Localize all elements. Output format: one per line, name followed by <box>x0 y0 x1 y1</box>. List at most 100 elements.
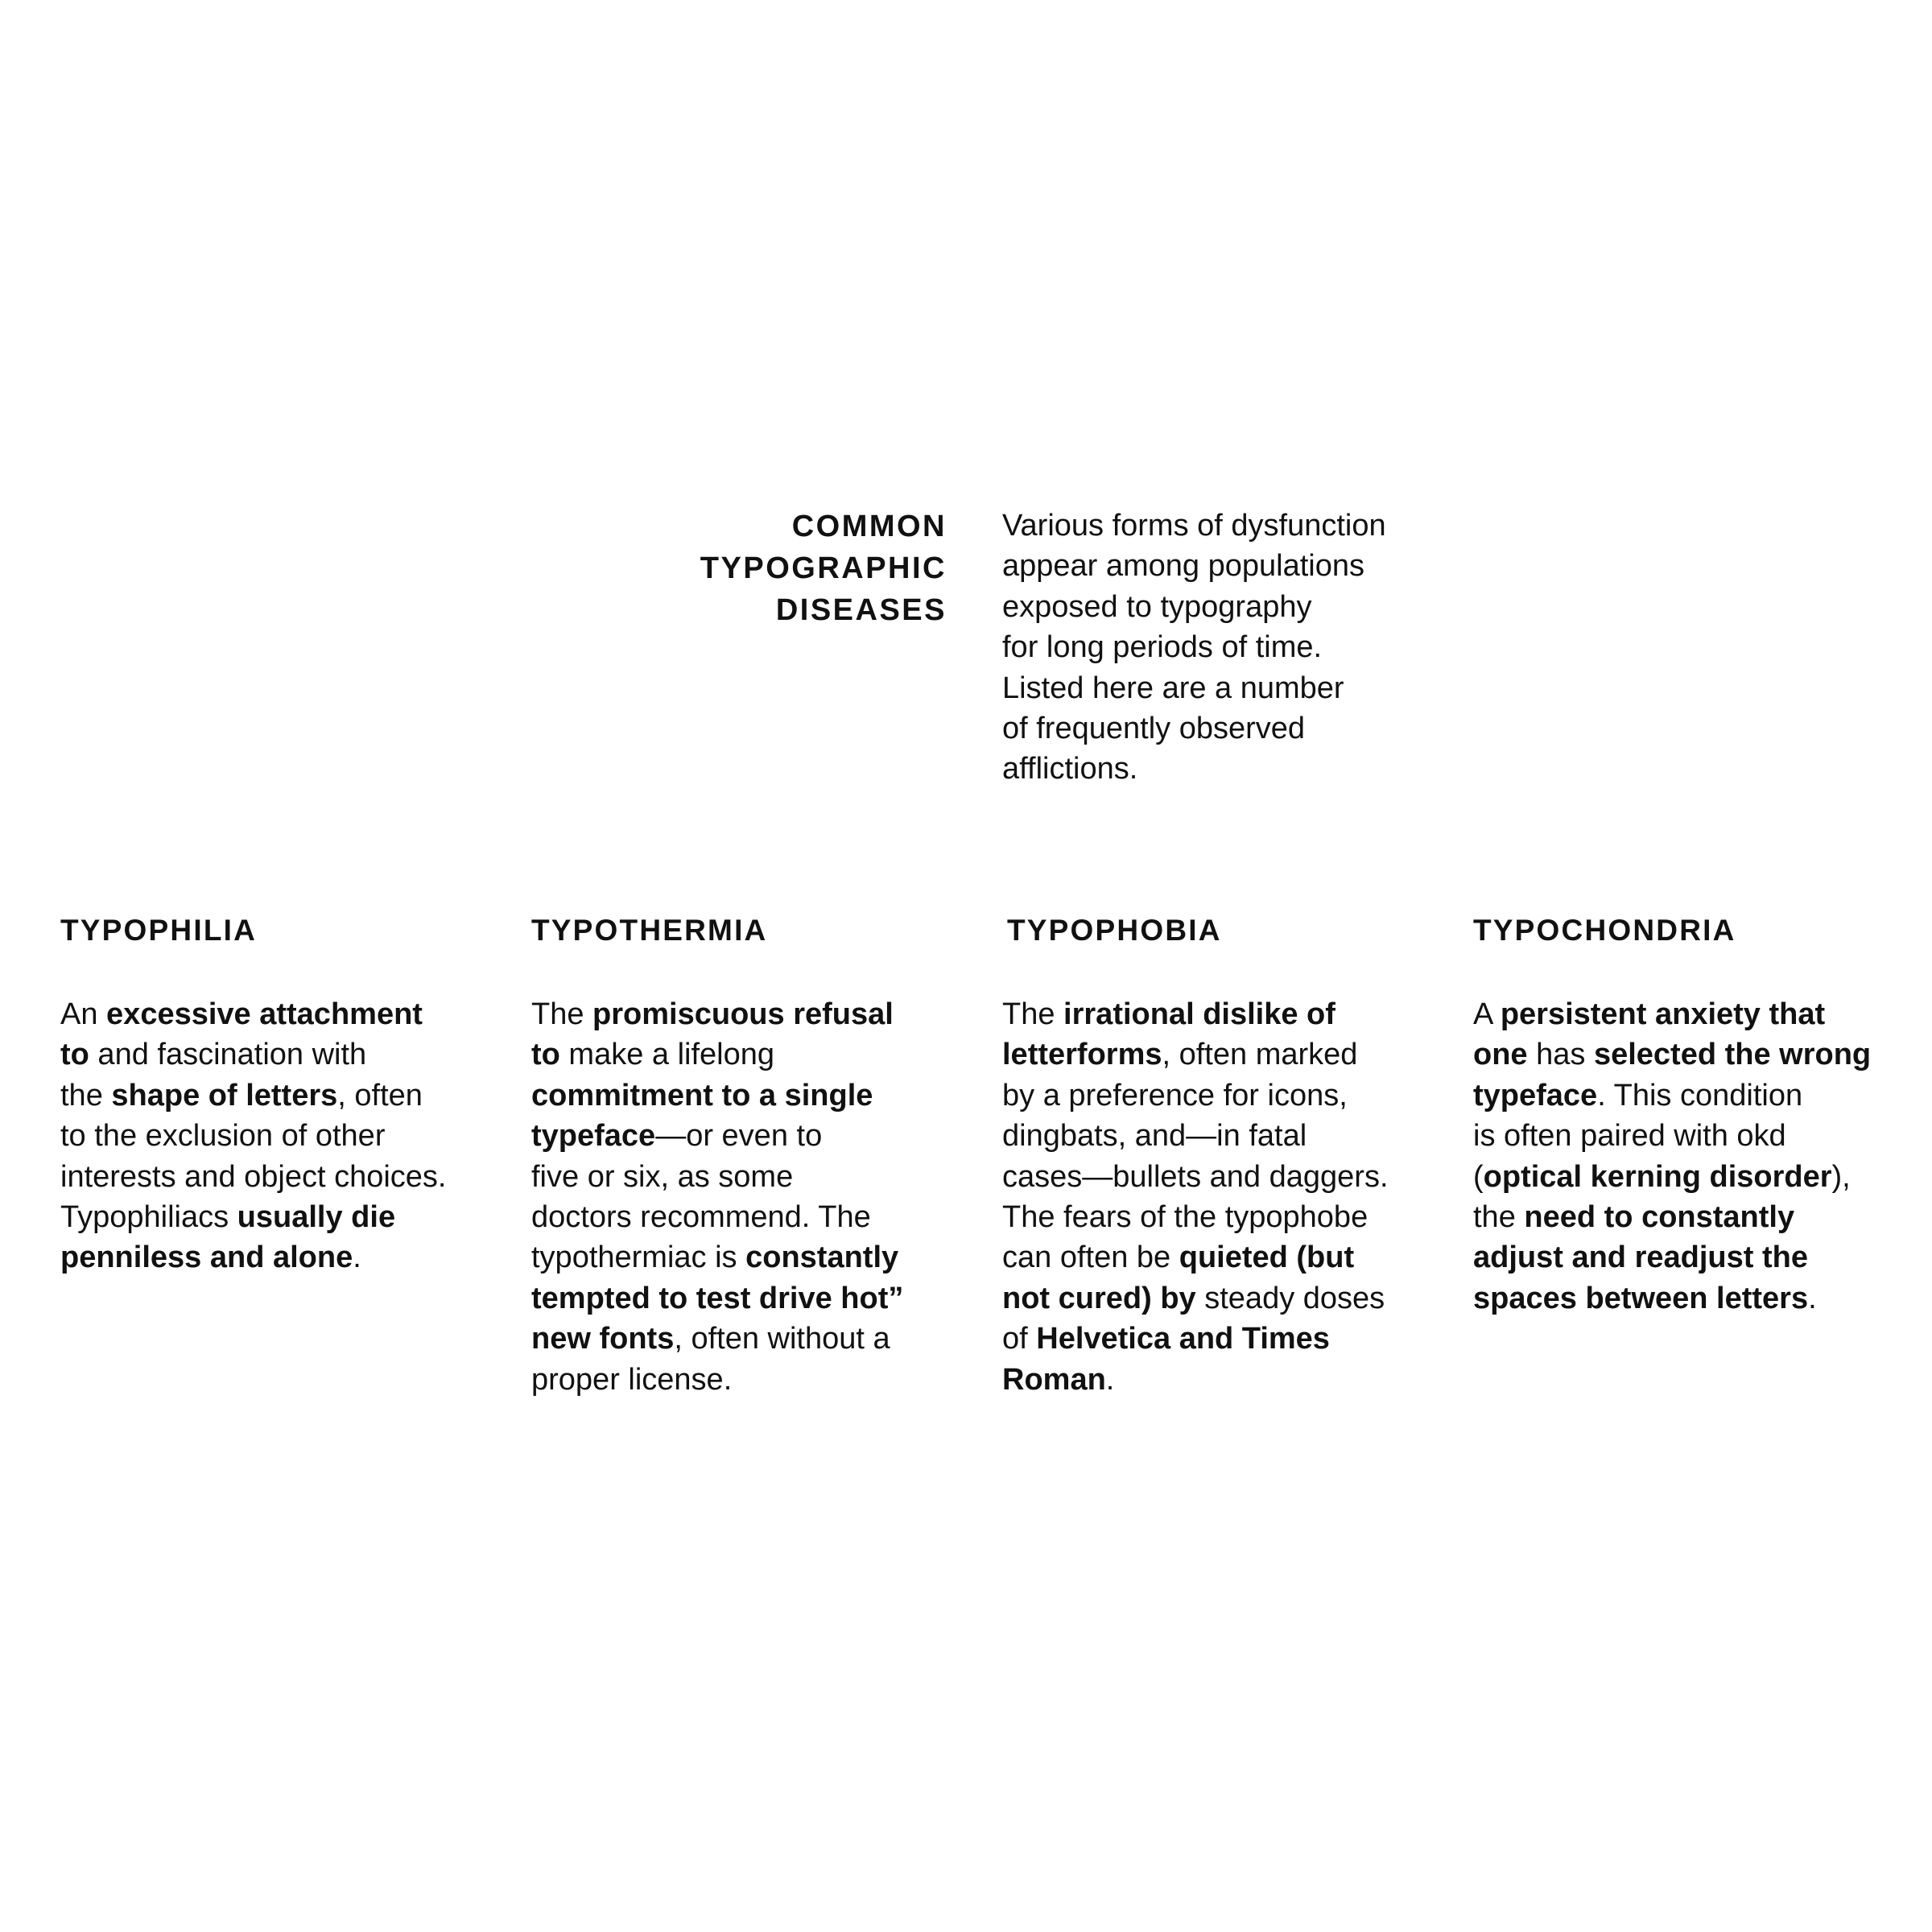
body-text: The fears of the typophobe <box>1002 1200 1368 1235</box>
body-line: commitment to a single <box>531 1075 903 1116</box>
body-line: of Helvetica and Times <box>1002 1319 1389 1359</box>
body-line: penniless and alone. <box>60 1237 447 1278</box>
body-line: proper license. <box>531 1360 903 1400</box>
body-text: can often be <box>1002 1241 1179 1275</box>
emphasis-text: new fonts <box>531 1322 675 1356</box>
body-text: and fascination with <box>89 1038 367 1072</box>
body-line: can often be quieted (but <box>1002 1237 1389 1278</box>
body-text: by a preference for icons, <box>1002 1078 1348 1113</box>
body-text: the <box>60 1078 112 1113</box>
body-line: cases—bullets and daggers. <box>1002 1157 1389 1197</box>
body-text: proper license. <box>531 1362 733 1397</box>
body-line: the need to constantly <box>1473 1197 1871 1237</box>
intro-line: exposed to typography <box>1002 589 1312 624</box>
emphasis-text: typeface <box>531 1119 656 1154</box>
body-text: dingbats, and—in fatal <box>1002 1119 1307 1154</box>
body-text: five or six, as some <box>531 1159 794 1194</box>
body-text: ), <box>1831 1159 1851 1194</box>
body-line: typothermiac is constantly <box>531 1237 903 1278</box>
body-text: cases—bullets and daggers. <box>1002 1159 1389 1194</box>
body-text: the <box>1473 1200 1525 1235</box>
intro-line: Various forms of dysfunction <box>1002 509 1386 543</box>
title-line: COMMON <box>791 510 947 543</box>
body-line: Roman. <box>1002 1360 1389 1400</box>
body-line: to and fascination with <box>60 1034 447 1075</box>
body-text: The <box>1002 997 1064 1031</box>
body-line: The fears of the typophobe <box>1002 1197 1389 1237</box>
body-text: . <box>353 1241 361 1275</box>
emphasis-text: not cured) by <box>1002 1281 1196 1315</box>
body-text: The <box>531 997 593 1031</box>
emphasis-text: to <box>60 1038 89 1072</box>
body-text: is often paired with okd <box>1473 1119 1786 1154</box>
body-text: , often <box>337 1078 423 1113</box>
body-line: the shape of letters, often <box>60 1075 447 1116</box>
body-line: dingbats, and—in fatal <box>1002 1116 1389 1156</box>
body-text: —or even to <box>655 1119 823 1154</box>
body-line: Typophiliacs usually die <box>60 1197 447 1237</box>
emphasis-text: Helvetica and Times <box>1036 1322 1330 1356</box>
emphasis-text: persistent anxiety that <box>1500 997 1826 1031</box>
page-title: COMMON TYPOGRAPHIC DISEASES <box>657 506 947 631</box>
emphasis-text: shape of letters <box>111 1078 338 1113</box>
intro-line: of frequently observed <box>1002 712 1306 746</box>
body-text: has <box>1527 1038 1594 1072</box>
emphasis-text: need to constantly <box>1524 1200 1795 1235</box>
body-text: to the exclusion of other <box>60 1119 386 1154</box>
emphasis-text: constantly <box>745 1241 899 1275</box>
body-line: is often paired with okd <box>1473 1116 1871 1156</box>
body-line: An excessive attachment <box>60 994 447 1034</box>
body-text: A <box>1473 997 1501 1031</box>
emphasis-text: excessive attachment <box>106 997 423 1031</box>
emphasis-text: commitment to a single <box>531 1078 873 1113</box>
body-text: typothermiac is <box>531 1241 746 1275</box>
body-line: spaces between letters. <box>1473 1278 1871 1319</box>
emphasis-text: penniless and alone <box>60 1241 353 1275</box>
body-text: of <box>1002 1322 1037 1356</box>
body-line: typeface—or even to <box>531 1116 903 1156</box>
emphasis-text: spaces between letters <box>1473 1281 1809 1315</box>
body-line: letterforms, often marked <box>1002 1034 1389 1075</box>
emphasis-text: usually die <box>237 1200 396 1235</box>
body-text: doctors recommend. The <box>531 1200 871 1235</box>
body-line: The promiscuous refusal <box>531 994 903 1034</box>
body-text: Typophiliacs <box>60 1200 237 1235</box>
emphasis-text: to <box>531 1038 560 1072</box>
column-heading: TYPOPHOBIA <box>1007 914 1222 947</box>
intro-line: appear among populations <box>1002 549 1365 584</box>
body-text: . <box>1808 1281 1817 1315</box>
body-line: one has selected the wrong <box>1473 1034 1871 1075</box>
emphasis-text: promiscuous refusal <box>592 997 894 1031</box>
body-line: to make a lifelong <box>531 1034 903 1075</box>
emphasis-text: adjust and readjust the <box>1473 1241 1808 1275</box>
intro-paragraph: Various forms of dysfunction appear amon… <box>1002 506 1501 790</box>
column-heading: TYPOPHILIA <box>60 914 258 947</box>
body-line: (optical kerning disorder), <box>1473 1157 1871 1197</box>
emphasis-text: Roman <box>1002 1362 1106 1397</box>
body-line: by a preference for icons, <box>1002 1075 1389 1116</box>
body-line: five or six, as some <box>531 1157 903 1197</box>
body-line: adjust and readjust the <box>1473 1237 1871 1278</box>
column-heading: TYPOTHERMIA <box>531 914 768 947</box>
intro-line: for long periods of time. <box>1002 630 1323 665</box>
body-line: tempted to test drive hot” <box>531 1278 903 1319</box>
emphasis-text: tempted to test drive hot” <box>531 1281 904 1315</box>
column-heading: TYPOCHONDRIA <box>1473 914 1736 947</box>
body-line: to the exclusion of other <box>60 1116 447 1156</box>
emphasis-text: typeface <box>1473 1078 1598 1113</box>
emphasis-text: quieted (but <box>1179 1241 1355 1275</box>
body-text: , often marked <box>1162 1038 1358 1072</box>
body-line: The irrational dislike of <box>1002 994 1389 1034</box>
body-text: An <box>60 997 107 1031</box>
emphasis-text: letterforms <box>1002 1038 1162 1072</box>
emphasis-text: selected the wrong <box>1593 1038 1872 1072</box>
body-line: doctors recommend. The <box>531 1197 903 1237</box>
